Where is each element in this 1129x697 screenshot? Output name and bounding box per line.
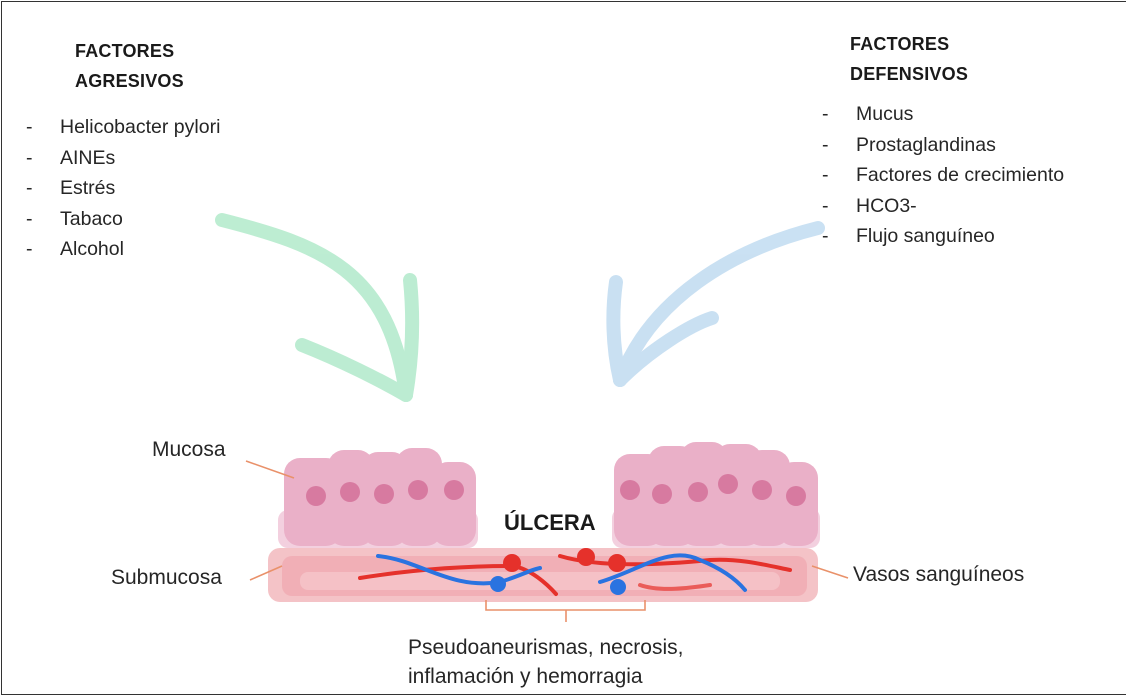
mucosa-label: Mucosa [152, 438, 226, 462]
list-item: -Estrés [26, 173, 220, 204]
ulcer-label: ÚLCERA [504, 510, 596, 536]
factor-label: Helicobacter pylori [60, 112, 220, 143]
aggressive-factor-list: -Helicobacter pylori -AINEs -Estrés -Tab… [26, 112, 220, 265]
bullet-dash: - [822, 99, 856, 130]
list-item: -Alcohol [26, 234, 220, 265]
aggressive-heading-line1: FACTORES [75, 36, 184, 66]
bullet-dash: - [26, 204, 60, 235]
caption-line1: Pseudoaneurismas, necrosis, [408, 633, 683, 662]
bullet-dash: - [26, 173, 60, 204]
bullet-dash: - [26, 112, 60, 143]
factor-label: Estrés [60, 173, 115, 204]
aggressive-arrow [222, 220, 412, 395]
factor-label: Flujo sanguíneo [856, 221, 995, 252]
factor-label: Mucus [856, 99, 913, 130]
factor-label: Prostaglandinas [856, 130, 996, 161]
defensive-factor-list: -Mucus -Prostaglandinas -Factores de cre… [822, 99, 1064, 252]
list-item: -Tabaco [26, 204, 220, 235]
list-item: -Helicobacter pylori [26, 112, 220, 143]
factor-label: Factores de crecimiento [856, 160, 1064, 191]
defensive-heading-line2: DEFENSIVOS [850, 59, 968, 89]
complications-caption: Pseudoaneurismas, necrosis, inflamación … [408, 633, 683, 691]
factor-label: Tabaco [60, 204, 123, 235]
submucosa-label: Submucosa [111, 566, 222, 590]
vessels-label: Vasos sanguíneos [853, 563, 1024, 587]
bullet-dash: - [26, 234, 60, 265]
list-item: -Mucus [822, 99, 1064, 130]
bullet-dash: - [822, 191, 856, 222]
factor-label: AINEs [60, 143, 115, 174]
list-item: -HCO3- [822, 191, 1064, 222]
bullet-dash: - [822, 221, 856, 252]
defensive-heading: FACTORES DEFENSIVOS [850, 29, 968, 89]
list-item: -Prostaglandinas [822, 130, 1064, 161]
aggressive-heading: FACTORES AGRESIVOS [75, 36, 184, 96]
bullet-dash: - [26, 143, 60, 174]
factor-label: HCO3- [856, 191, 917, 222]
aggressive-heading-line2: AGRESIVOS [75, 66, 184, 96]
bullet-dash: - [822, 160, 856, 191]
factor-label: Alcohol [60, 234, 124, 265]
ulcer-bracket [486, 600, 645, 622]
submucosa-layer [268, 548, 818, 602]
list-item: -Factores de crecimiento [822, 160, 1064, 191]
defensive-heading-line1: FACTORES [850, 29, 968, 59]
bullet-dash: - [822, 130, 856, 161]
list-item: -Flujo sanguíneo [822, 221, 1064, 252]
defensive-arrow [613, 228, 818, 380]
list-item: -AINEs [26, 143, 220, 174]
caption-line2: inflamación y hemorragia [408, 662, 683, 691]
